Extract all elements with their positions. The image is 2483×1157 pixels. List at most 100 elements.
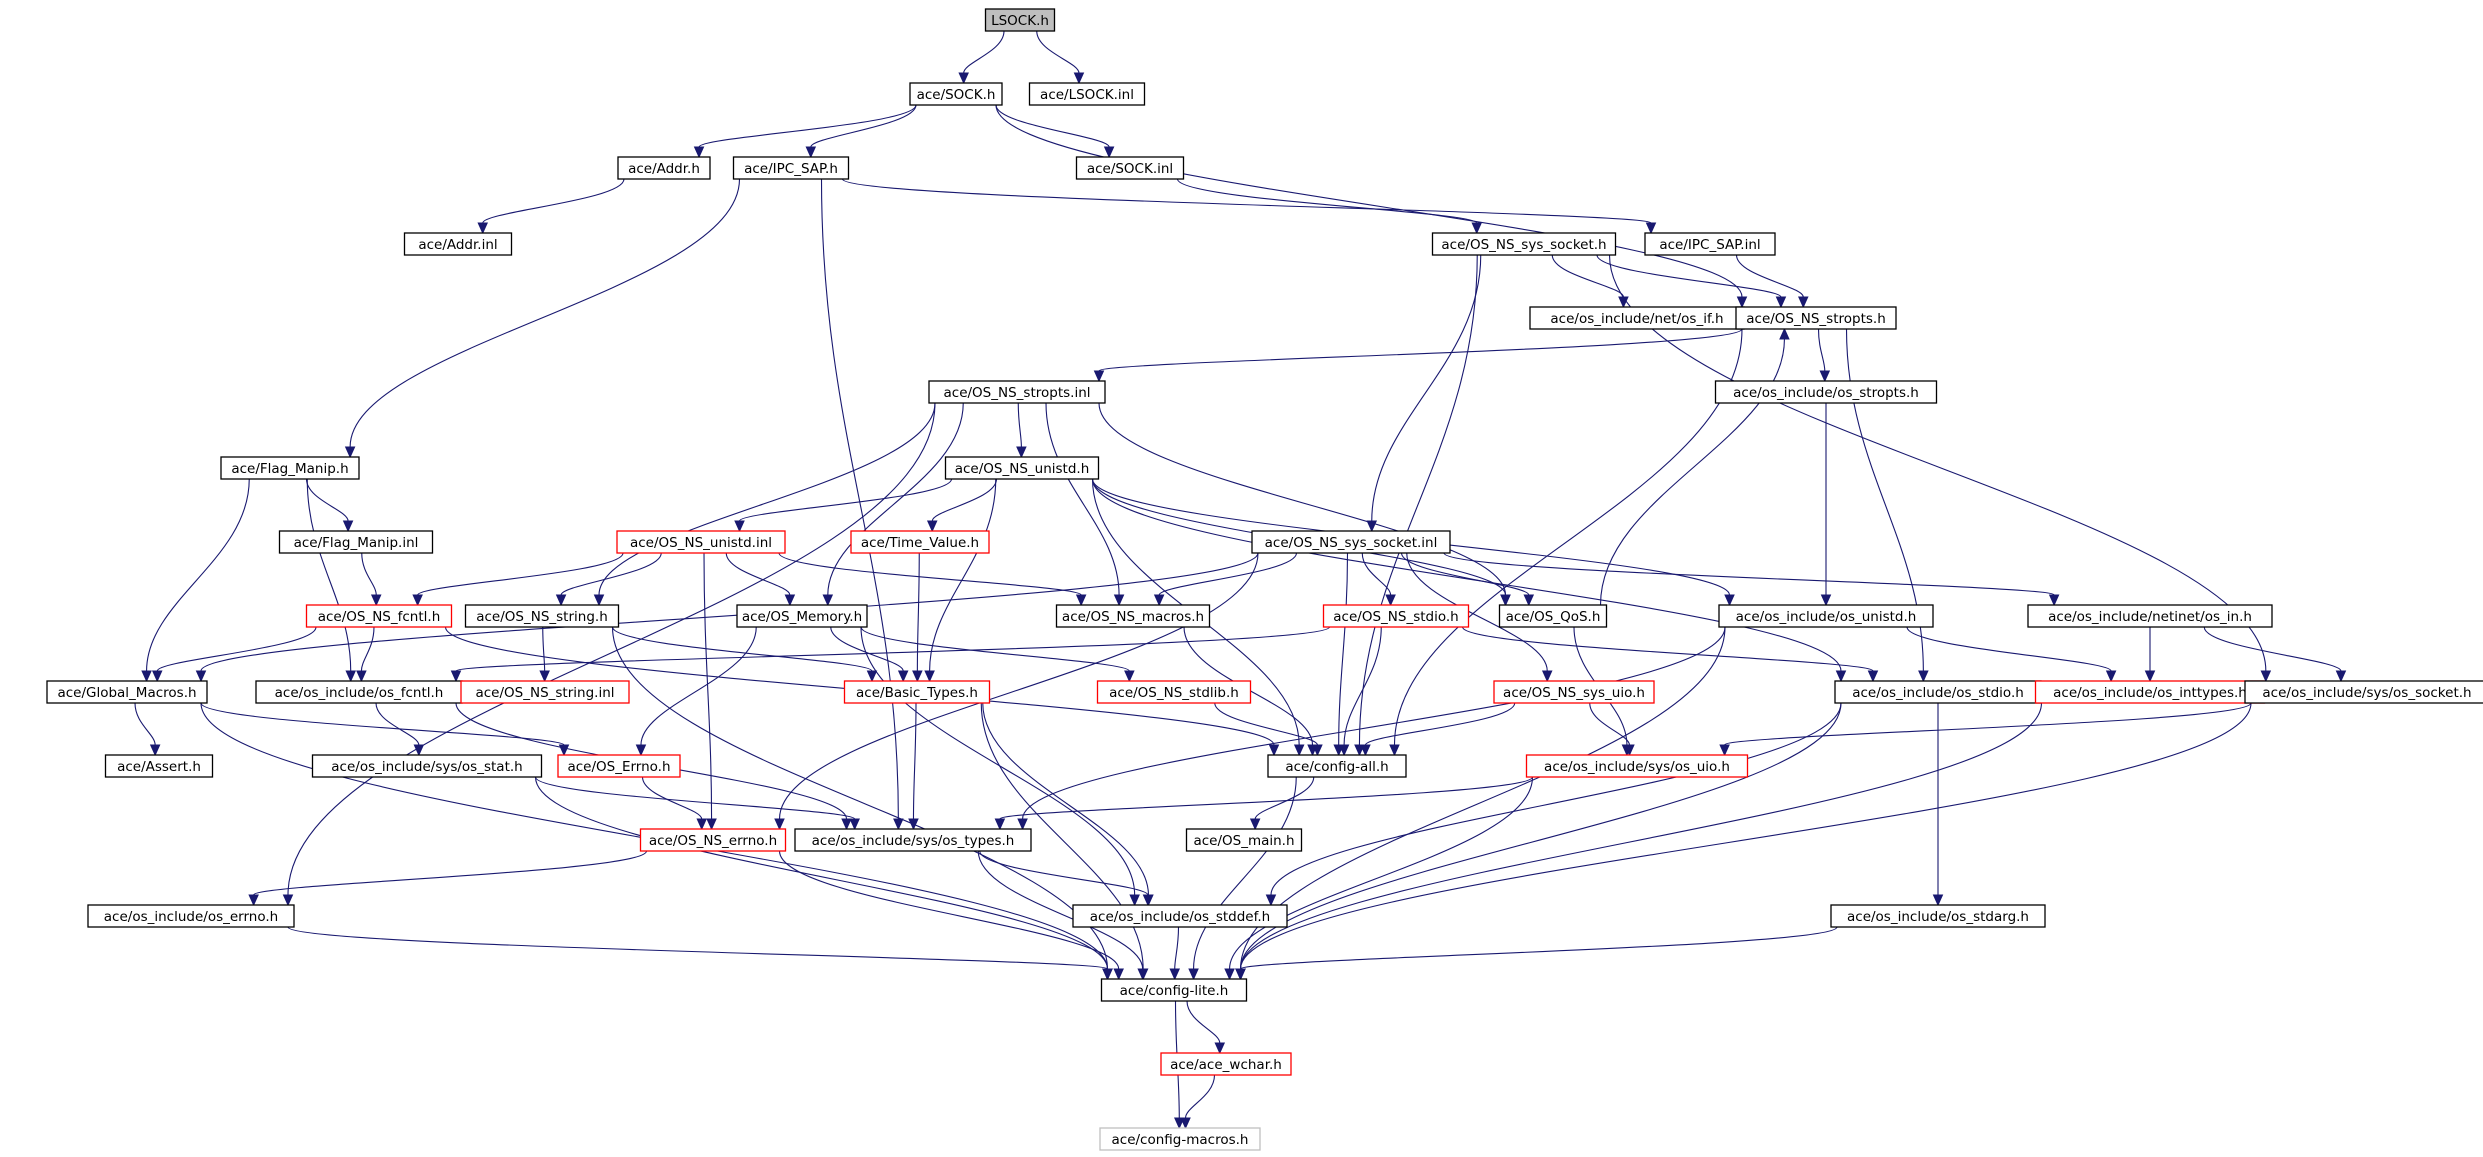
node-os-ns-macros-h[interactable]: ace/OS_NS_macros.h [1055, 604, 1211, 628]
node-net-os-if-h[interactable]: ace/os_include/net/os_if.h [1529, 306, 1745, 330]
node-global-macros-h[interactable]: ace/Global_Macros.h [46, 680, 208, 704]
node-os-stddef-h[interactable]: ace/os_include/os_stddef.h [1072, 904, 1288, 928]
node-label: ace/os_include/sys/os_types.h [812, 833, 1015, 849]
node-flag-manip-h[interactable]: ace/Flag_Manip.h [220, 456, 360, 480]
node-box [46, 680, 208, 704]
node-label: ace/SOCK.inl [1087, 161, 1173, 177]
edge-arrowhead [413, 744, 425, 757]
node-os-ns-string-h[interactable]: ace/OS_NS_string.h [464, 604, 620, 628]
node-ace-wchar-h[interactable]: ace/ace_wchar.h [1160, 1052, 1292, 1076]
node-time-value-h[interactable]: ace/Time_Value.h [850, 530, 990, 554]
node-config-all-h[interactable]: ace/config-all.h [1267, 754, 1407, 778]
edge-line [810, 104, 917, 148]
node-os-ns-unistd-h[interactable]: ace/OS_NS_unistd.h [944, 456, 1100, 480]
node-lsock-h[interactable]: LSOCK.h [984, 8, 1056, 32]
edge-ipc-sap-h-to-ipc-sap-inl [841, 178, 1657, 235]
edge-line [979, 850, 1149, 896]
node-addr-inl[interactable]: ace/Addr.inl [403, 232, 513, 256]
node-basic-types-h[interactable]: ace/Basic_Types.h [843, 680, 991, 704]
node-sock-h[interactable]: ace/SOCK.h [909, 82, 1003, 106]
node-box [305, 604, 453, 628]
edge-line [1735, 254, 1804, 298]
node-ipc-sap-h[interactable]: ace/IPC_SAP.h [732, 156, 850, 180]
node-sys-os-socket-h[interactable]: ace/os_include/sys/os_socket.h [2244, 680, 2483, 704]
node-config-macros-h[interactable]: ace/config-macros.h [1099, 1127, 1261, 1151]
edge-line [778, 552, 1082, 596]
edge-ipc-sap-h-to-sys-os-types-h [820, 178, 904, 831]
edge-flag-manip-inl-to-os-ns-fcntl-h [361, 552, 382, 607]
edge-os-ns-string-h-to-basic-types-h [611, 626, 878, 683]
edge-basic-types-h-to-sys-os-types-h [908, 702, 919, 831]
edge-line [1443, 552, 2055, 596]
node-os-memory-h[interactable]: ace/OS_Memory.h [736, 604, 868, 628]
edge-arrowhead [908, 818, 919, 831]
node-os-errno-h[interactable]: ace/os_include/os_errno.h [87, 904, 295, 928]
node-os-errno-h-ace[interactable]: ace/OS_Errno.h [557, 754, 681, 778]
node-os-ns-stropts-h[interactable]: ace/OS_NS_stropts.h [1735, 306, 1897, 330]
edge-arrowhead [2335, 670, 2347, 683]
node-os-unistd-h[interactable]: ace/os_include/os_unistd.h [1718, 604, 1934, 628]
node-label: ace/config-macros.h [1112, 1132, 1249, 1148]
edge-line [1176, 178, 1478, 224]
node-os-stdio-h[interactable]: ace/os_include/os_stdio.h [1834, 680, 2042, 704]
node-box [464, 604, 620, 628]
edge-line [1270, 702, 1842, 896]
edge-line [1017, 402, 1022, 448]
node-os-qos-h[interactable]: ace/OS_QoS.h [1498, 604, 1608, 628]
node-os-fcntl-h[interactable]: ace/os_include/os_fcntl.h [255, 680, 463, 704]
edge-os-memory-h-to-basic-types-h [830, 626, 909, 683]
edge-line [1239, 702, 2043, 970]
node-assert-h[interactable]: ace/Assert.h [104, 754, 214, 778]
edge-arrowhead [1338, 744, 1350, 757]
edge-line [995, 104, 1743, 298]
edge-arrowhead [1224, 968, 1235, 981]
node-os-ns-sys-socket-h[interactable]: ace/OS_NS_sys_socket.h [1431, 232, 1617, 256]
edge-os-qos-h-to-os-ns-stropts-h [1599, 327, 1790, 606]
node-ipc-sap-inl[interactable]: ace/IPC_SAP.inl [1644, 232, 1776, 256]
edge-line [349, 178, 741, 448]
node-os-ns-stdlib-h[interactable]: ace/OS_NS_stdlib.h [1096, 680, 1252, 704]
node-os-inttypes-h[interactable]: ace/os_include/os_inttypes.h [2034, 680, 2266, 704]
edge-arrowhead [805, 146, 817, 159]
edge-arrowhead [1235, 968, 1246, 981]
node-os-ns-stropts-inl[interactable]: ace/OS_NS_stropts.inl [928, 380, 1106, 404]
node-os-ns-unistd-inl[interactable]: ace/OS_NS_unistd.inl [616, 530, 786, 554]
node-addr-h[interactable]: ace/Addr.h [617, 156, 711, 180]
node-os-in-h[interactable]: ace/os_include/netinet/os_in.h [2027, 604, 2273, 628]
node-os-ns-errno-h[interactable]: ace/OS_NS_errno.h [639, 828, 787, 852]
edge-line [611, 626, 873, 672]
node-os-ns-string-inl[interactable]: ace/OS_NS_string.inl [460, 680, 630, 704]
edge-line [982, 702, 1149, 896]
edge-os-ns-stropts-inl-to-os-memory-h [822, 402, 964, 607]
node-os-stdarg-h[interactable]: ace/os_include/os_stdarg.h [1830, 904, 2046, 928]
node-lsock-inl[interactable]: ace/LSOCK.inl [1028, 82, 1146, 106]
node-os-ns-sys-uio-h[interactable]: ace/OS_NS_sys_uio.h [1493, 680, 1655, 704]
node-box [460, 680, 630, 704]
node-os-ns-fcntl-h[interactable]: ace/OS_NS_fcntl.h [305, 604, 453, 628]
edge-arrowhead [1389, 744, 1400, 757]
node-sys-os-types-h[interactable]: ace/os_include/sys/os_types.h [794, 828, 1032, 852]
node-flag-manip-inl[interactable]: ace/Flag_Manip.inl [278, 530, 434, 554]
edge-line [1098, 402, 1507, 596]
node-os-main-h[interactable]: ace/OS_main.h [1185, 828, 1303, 852]
edge-arrowhead [450, 670, 462, 683]
node-os-ns-sys-socket-inl[interactable]: ace/OS_NS_sys_socket.inl [1251, 530, 1451, 554]
edge-os-ns-unistd-inl-to-os-ns-fcntl-h [412, 552, 624, 607]
edge-os-ns-stropts-inl-to-os-ns-unistd-h [1016, 402, 1027, 459]
edge-line [482, 178, 625, 224]
node-os-stropts-h[interactable]: ace/os_include/os_stropts.h [1714, 380, 1938, 404]
edge-os-ns-unistd-inl-to-os-ns-macros-h [778, 552, 1087, 607]
edge-line [200, 702, 565, 746]
edge-sock-inl-to-os-ns-sys-socket-h [1176, 178, 1482, 235]
edge-os-ns-unistd-inl-to-os-ns-errno-h [703, 552, 717, 831]
edge-os-in-h-to-sys-os-socket-h [2203, 626, 2347, 683]
node-sys-os-uio-h[interactable]: ace/os_include/sys/os_uio.h [1525, 754, 1749, 778]
node-config-lite-h[interactable]: ace/config-lite.h [1100, 978, 1248, 1002]
node-sys-os-stat-h[interactable]: ace/os_include/sys/os_stat.h [311, 754, 543, 778]
edge-os-ns-sys-socket-inl-to-global-macros-h [195, 552, 1259, 683]
node-sock-inl[interactable]: ace/SOCK.inl [1075, 156, 1185, 180]
node-os-ns-stdio-h[interactable]: ace/OS_NS_stdio.h [1322, 604, 1470, 628]
edge-arrowhead [1779, 327, 1790, 340]
edge-arrowhead [1312, 744, 1323, 757]
edge-line [1906, 626, 2112, 672]
